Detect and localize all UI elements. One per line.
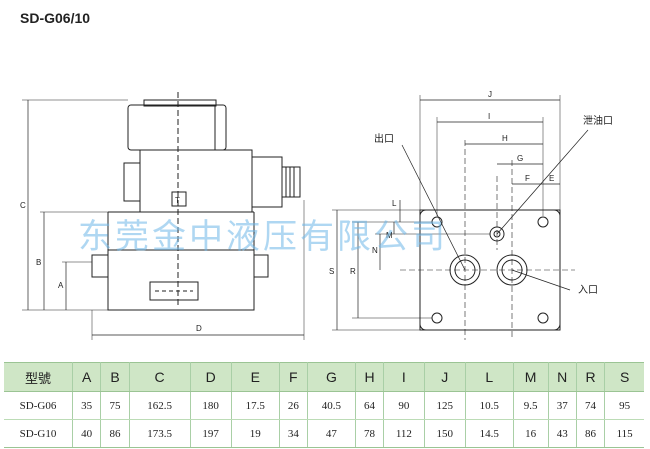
bolt-hole-tr: [537, 216, 549, 228]
valve-cap: [127, 104, 227, 151]
solenoid-plug: [281, 166, 301, 198]
cap-top: [143, 99, 217, 107]
subplate-right-nut: [253, 254, 269, 278]
outlet-label: 出口: [374, 132, 394, 145]
table-cell: 125: [424, 391, 466, 420]
dim-label-l: L: [392, 199, 397, 208]
table-cell: 86: [576, 419, 606, 448]
table-cell: 180: [190, 391, 232, 420]
table-cell: 64: [355, 391, 385, 420]
inlet-label: 入口: [578, 285, 598, 296]
table-cell: 95: [604, 391, 644, 420]
table-cell: 34: [279, 419, 309, 448]
inlet-leader: [511, 269, 571, 291]
table-header-cell: D: [190, 362, 232, 392]
table-header-cell: L: [465, 362, 514, 392]
table-cell: 90: [383, 391, 425, 420]
table-header-cell: G: [307, 362, 356, 392]
table-cell: 74: [576, 391, 606, 420]
table-cell-model: SD-G06: [4, 391, 73, 420]
table-cell: 10.5: [465, 391, 514, 420]
t-label: T: [175, 196, 180, 205]
dim-label-m: M: [386, 231, 393, 240]
dim-label-h: H: [502, 134, 508, 143]
dim-label-r: R: [350, 267, 356, 276]
table-cell: 86: [100, 419, 130, 448]
table-header-cell: 型號: [4, 362, 73, 392]
left-knob: [123, 162, 141, 202]
dim-label-c: C: [20, 201, 26, 210]
table-cell: 162.5: [129, 391, 191, 420]
company-watermark: 东莞金中液压有限公司: [78, 217, 448, 257]
bolt-hole-br: [537, 312, 549, 324]
subplate: [107, 249, 255, 311]
table-cell: 43: [548, 419, 577, 448]
table-cell: 35: [72, 391, 102, 420]
table-cell: 19: [231, 419, 280, 448]
bolt-hole-bl: [431, 312, 443, 324]
page-title: SD-G06/10: [20, 10, 91, 26]
table-header-cell: S: [604, 362, 644, 392]
table-cell: 47: [307, 419, 356, 448]
table-header-row: 型號 A B C D E F G H I J L M N R S: [4, 362, 644, 392]
table-header-cell: F: [279, 362, 309, 392]
dimension-table: 型號 A B C D E F G H I J L M N R S SD-G06 …: [4, 362, 644, 448]
table-cell: 75: [100, 391, 130, 420]
solenoid: [251, 156, 283, 208]
drain-leader: [496, 129, 589, 235]
table-header-cell: H: [355, 362, 385, 392]
table-header-cell: J: [424, 362, 466, 392]
table-cell: 115: [604, 419, 644, 448]
table-cell: 26: [279, 391, 309, 420]
table-header-cell: C: [129, 362, 191, 392]
table-row: SD-G06 35 75 162.5 180 17.5 26 40.5 64 9…: [4, 391, 644, 420]
table-header-cell: M: [513, 362, 549, 392]
dim-label-j: J: [488, 90, 492, 99]
table-cell: 78: [355, 419, 385, 448]
table-cell: 9.5: [513, 391, 549, 420]
table-cell: 197: [190, 419, 232, 448]
table-cell: 40.5: [307, 391, 356, 420]
dim-label-g: G: [517, 154, 523, 163]
dim-label-a: A: [58, 281, 64, 290]
t-label-box: [171, 191, 187, 207]
table-cell: 16: [513, 419, 549, 448]
table-cell: 150: [424, 419, 466, 448]
dim-label-e: E: [549, 174, 554, 183]
dim-label-f: F: [525, 174, 530, 183]
table-cell: 14.5: [465, 419, 514, 448]
dim-label-d: D: [196, 324, 202, 333]
table-cell-model: SD-G10: [4, 419, 73, 448]
plan-view: [332, 95, 589, 340]
dim-label-b: B: [36, 258, 41, 267]
dim-label-i: I: [488, 112, 490, 121]
table-cell: 173.5: [129, 419, 191, 448]
table-cell: 40: [72, 419, 102, 448]
table-header-cell: B: [100, 362, 130, 392]
table-cell: 112: [383, 419, 425, 448]
table-row: SD-G10 40 86 173.5 197 19 34 47 78 112 1…: [4, 419, 644, 448]
technical-drawing: C B A D T: [20, 90, 613, 340]
dim-label-s: S: [329, 267, 334, 276]
table-cell: 37: [548, 391, 577, 420]
side-view: [22, 92, 305, 340]
dim-label-n: N: [372, 246, 378, 255]
outlet-leader: [401, 144, 466, 271]
table-header-cell: A: [72, 362, 102, 392]
table-header-cell: I: [383, 362, 425, 392]
table-header-cell: E: [231, 362, 280, 392]
subplate-left-nut: [91, 254, 109, 278]
table-cell: 17.5: [231, 391, 280, 420]
subplate-port: [149, 281, 199, 301]
table-header-cell: R: [576, 362, 606, 392]
valve-body: [139, 149, 253, 213]
table-header-cell: N: [548, 362, 577, 392]
drain-label: 泄油口: [583, 114, 613, 127]
